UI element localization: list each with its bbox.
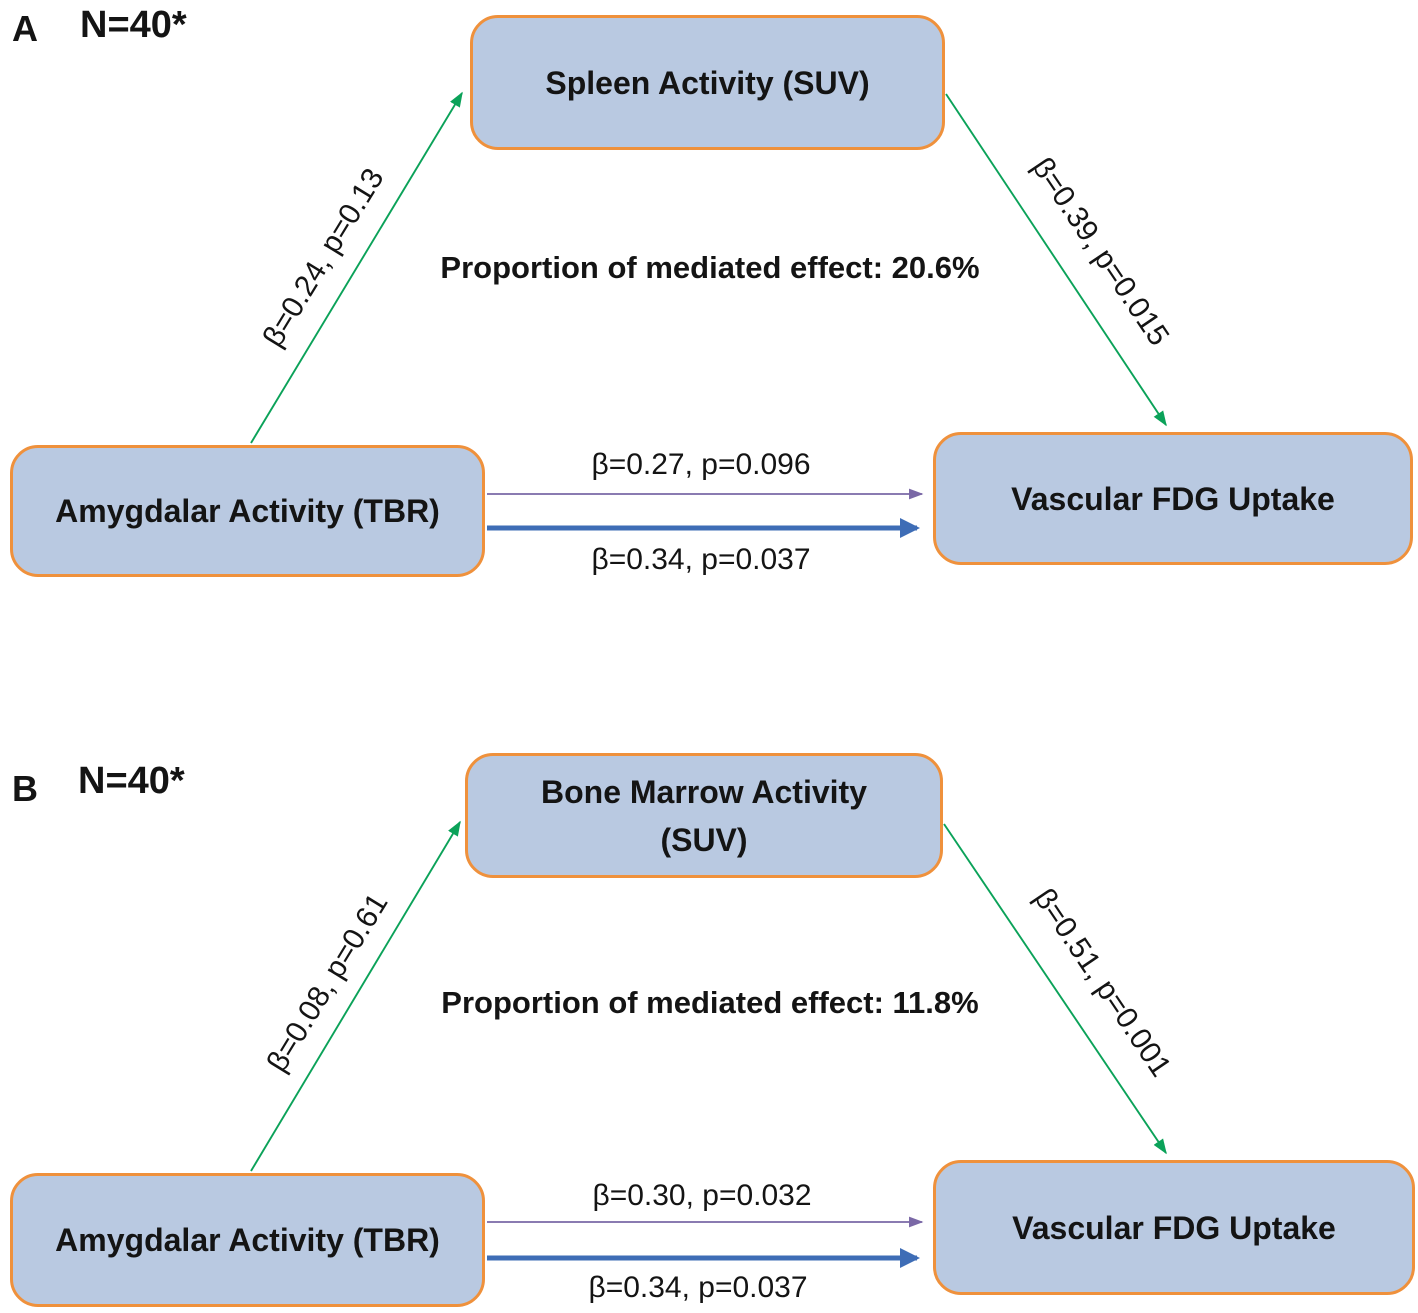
panel-b-predictor-label: Amygdalar Activity (TBR) xyxy=(55,1222,440,1258)
panel-a-path-b-arrow xyxy=(945,93,1167,427)
panel-a-sample-size: N=40* xyxy=(80,4,187,46)
panel-a-predictor-label: Amygdalar Activity (TBR) xyxy=(55,493,440,529)
panel-a-path-a-arrow xyxy=(250,91,463,444)
panel-a-mediator-box: Spleen Activity (SUV) xyxy=(470,15,945,150)
panel-a-outcome-box: Vascular FDG Uptake xyxy=(933,432,1413,565)
panel-b-outcome-box: Vascular FDG Uptake xyxy=(933,1160,1415,1295)
panel-a-direct-label: β=0.27, p=0.096 xyxy=(591,448,811,481)
panel-a-total-label: β=0.34, p=0.037 xyxy=(591,543,811,576)
panel-a-outcome-label: Vascular FDG Uptake xyxy=(1011,480,1335,517)
panel-a-predictor-box: Amygdalar Activity (TBR) xyxy=(10,445,485,577)
panel-b-direct-label: β=0.30, p=0.032 xyxy=(592,1179,812,1212)
panel-b-path-a-arrow xyxy=(250,820,461,1172)
panel-b-path-b-arrow xyxy=(943,823,1167,1155)
panel-b-predictor-box: Amygdalar Activity (TBR) xyxy=(10,1173,485,1307)
panel-b-mediation-proportion: Proportion of mediated effect: 11.8% xyxy=(441,985,979,1020)
panel-b-mediator-box: Bone Marrow Activity (SUV) xyxy=(465,753,943,878)
panel-a-mediator-label: Spleen Activity (SUV) xyxy=(545,64,870,101)
panel-a-letter: A xyxy=(12,8,38,49)
panel-b-mediator-label: Bone Marrow Activity (SUV) xyxy=(541,773,867,858)
panel-b-sample-size: N=40* xyxy=(78,760,185,802)
panel-b-outcome-label: Vascular FDG Uptake xyxy=(1012,1209,1336,1246)
panel-b-letter: B xyxy=(12,768,38,809)
panel-b-total-label: β=0.34, p=0.037 xyxy=(588,1271,808,1304)
panel-a-mediation-proportion: Proportion of mediated effect: 20.6% xyxy=(440,250,980,285)
